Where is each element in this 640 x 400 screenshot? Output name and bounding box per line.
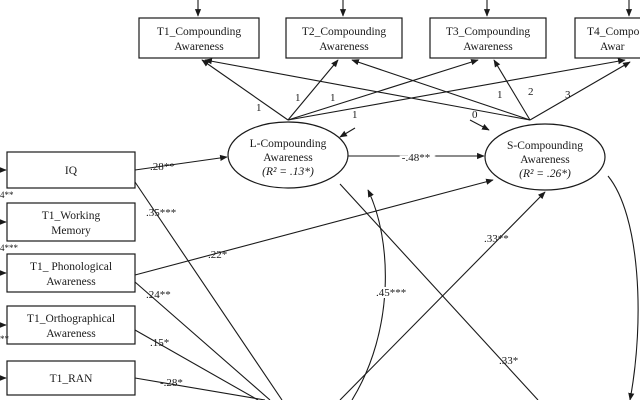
predictor-iq-label: IQ — [65, 165, 78, 177]
predictor-working-memory: T1_Working Memory — [6, 202, 136, 242]
left-edge-arrows — [0, 166, 7, 382]
loading-L-t4: 1 — [352, 109, 358, 121]
latent-S-compounding: S-Compounding Awareness (R² = .26*) — [484, 123, 606, 191]
t1-label-1: T1_Compounding — [157, 26, 242, 38]
predictor-ran: T1_RAN — [6, 360, 136, 396]
path-oa-down — [134, 329, 259, 400]
error-arrows-top — [194, 0, 633, 17]
t3-label-2: Awareness — [463, 41, 513, 53]
predictor-pa-label-1: T1_ Phonological — [30, 261, 112, 273]
latent-L-label-1: L-Compounding — [250, 138, 327, 150]
path-iq-down — [134, 181, 283, 400]
left-edge-label-3: ** — [0, 334, 10, 344]
latent-L-compounding: L-Compounding Awareness (R² = .13*) — [227, 121, 349, 189]
t4-label-1: T4_Compo — [587, 26, 640, 38]
path-iq-down-label: .35*** — [146, 207, 176, 219]
loadings-from-L — [201, 58, 626, 121]
loading-S-t4: 3 — [565, 89, 571, 101]
latent-S-label-2: Awareness — [520, 154, 570, 166]
predictor-oa-label-1: T1_Orthographical — [27, 313, 115, 325]
path-bottom-to-S-label: .33** — [484, 233, 509, 245]
path-pa-down-label: .24** — [146, 289, 171, 301]
predictor-ran-label: T1_RAN — [50, 373, 94, 385]
predictor-pa-label-2: Awareness — [46, 276, 96, 288]
path-oa-down-label: .15* — [150, 337, 169, 349]
top-indicator-t3: T3_Compounding Awareness — [429, 17, 547, 59]
left-edge-label-1: 4** — [0, 190, 14, 200]
latent-L-r2: (R² = .13*) — [262, 166, 314, 178]
predictor-orthographical: T1_Orthographical Awareness — [6, 305, 136, 345]
predictor-wm-label-2: Memory — [51, 225, 91, 237]
path-ran-down-label: -.28* — [160, 377, 183, 389]
top-indicator-t1: T1_Compounding Awareness — [138, 17, 260, 59]
left-edge-label-2: 4*** — [0, 243, 19, 253]
latent-L-label-2: Awareness — [263, 152, 313, 164]
disturbance-S — [469, 119, 490, 131]
path-pa-down — [134, 281, 271, 400]
loading-S-t2: 1 — [497, 89, 503, 101]
loading-S-t1: 0 — [472, 109, 478, 121]
predictor-phonological: T1_ Phonological Awareness — [6, 253, 136, 293]
t2-label-1: T2_Compounding — [302, 26, 387, 38]
loading-L-t2: 1 — [295, 92, 301, 104]
latent-S-r2: (R² = .26*) — [519, 168, 571, 180]
path-iq-to-L-label: .28** — [150, 161, 175, 173]
path-ran-down — [134, 377, 266, 400]
path-pa-to-S-label: .22* — [208, 249, 227, 261]
path-bottom-to-L-label: .45*** — [376, 287, 406, 299]
path-L-down-label: .33* — [499, 355, 518, 367]
t3-label-1: T3_Compounding — [446, 26, 531, 38]
loadings-from-S — [204, 58, 631, 121]
path-L-to-S-label: -.48** — [402, 152, 430, 164]
top-indicator-t4: T4_Compo Awar — [574, 17, 640, 59]
t1-label-2: Awareness — [174, 41, 224, 53]
top-indicator-t2: T2_Compounding Awareness — [285, 17, 403, 59]
t2-label-2: Awareness — [319, 41, 369, 53]
loading-L-t1: 1 — [256, 102, 262, 114]
path-pa-to-S — [134, 178, 494, 276]
loading-S-t3: 2 — [528, 86, 534, 98]
path-iq-to-L — [134, 154, 228, 171]
path-right-curve — [607, 175, 639, 400]
predictor-oa-label-2: Awareness — [46, 328, 96, 340]
t4-label-2: Awar — [600, 41, 625, 53]
path-L-down — [339, 183, 539, 400]
latent-S-label-1: S-Compounding — [507, 140, 583, 152]
disturbance-L — [339, 127, 356, 138]
predictor-iq: IQ — [6, 151, 136, 189]
predictor-wm-label-1: T1_Working — [42, 210, 101, 222]
loading-L-t3: 1 — [330, 92, 336, 104]
